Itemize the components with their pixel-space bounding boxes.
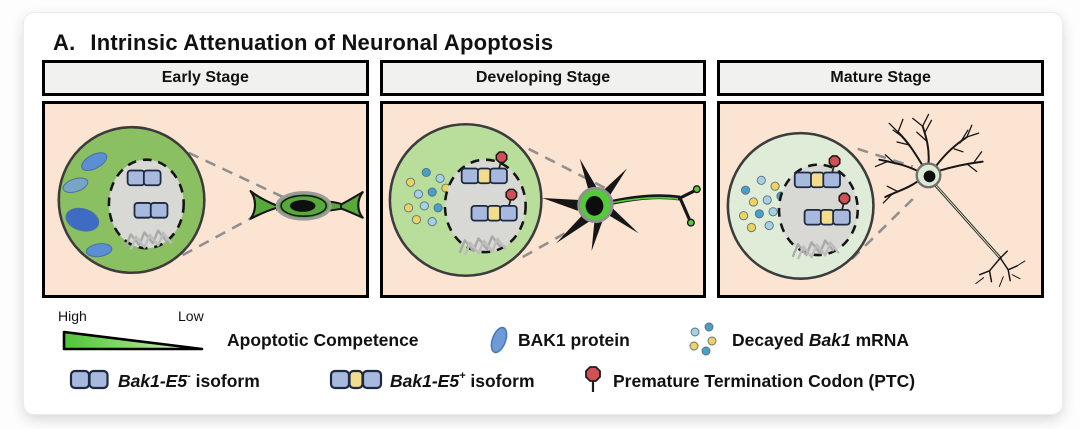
stage-header-developing: Developing Stage: [379, 60, 707, 96]
panel-developing-stage: [379, 101, 707, 298]
bak1-protein-blobs: [62, 152, 113, 258]
decayed-mrna-icon: [689, 322, 717, 356]
figure-title: A. Intrinsic Attenuation of Neuronal Apo…: [53, 30, 553, 56]
ptc-icon: [585, 366, 601, 392]
developing-stage-illustration: [388, 122, 701, 278]
dna-squiggle: [791, 239, 841, 260]
bak1-protein-label: BAK1 protein: [518, 330, 630, 350]
column-developing-stage: Developing Stage: [379, 60, 707, 298]
isoform-minus-sign: -: [187, 370, 191, 383]
isoform-plus-gene: Bak1-E5: [390, 371, 460, 391]
panel-early-stage: [42, 101, 369, 298]
gradient-high-label: High: [58, 308, 87, 324]
stage-header-mature: Mature Stage: [717, 60, 1044, 96]
stage-header-early: Early Stage: [42, 60, 369, 96]
isoform-plus-sign: +: [459, 370, 466, 383]
bak1-e5-plus-isoform: [470, 188, 518, 222]
decayed-mrna-suffix: mRNA: [850, 330, 910, 350]
bak1-protein-icon: [490, 326, 508, 354]
ptc-marker: [495, 151, 508, 169]
decayed-mrna-prefix: Decayed: [732, 330, 809, 350]
bak1-e5-plus-isoform-icon: [329, 369, 383, 390]
ptc-label: Premature Termination Codon (PTC): [613, 371, 916, 391]
bak1-e5-minus-isoform-icon: [69, 369, 109, 390]
mature-stage-illustration: [726, 113, 1026, 288]
mature-neuron: [875, 113, 1026, 288]
figure-title-text: Intrinsic Attenuation of Neuronal Apopto…: [90, 30, 554, 55]
early-stage-illustration: [57, 125, 364, 275]
column-mature-stage: Mature Stage: [717, 60, 1044, 298]
gradient-low-label: Low: [178, 308, 204, 324]
isoform-plus-suffix: isoform: [465, 371, 535, 391]
decayed-mrna-label: Decayed Bak1 mRNA: [732, 330, 909, 351]
nucleus: [443, 151, 527, 256]
decayed-mrna-dots: [403, 167, 451, 227]
decayed-mrna-gene: Bak1: [808, 330, 851, 350]
zoom-dashed-lines: [851, 147, 915, 260]
figure-legend: High Low Apoptotic Competence BAK1 prote…: [42, 305, 1044, 405]
stage-header-developing-label: Developing Stage: [475, 69, 611, 86]
bak1-e5-minus-isoform: [126, 169, 162, 187]
zoom-dashed-lines: [182, 151, 284, 257]
progenitor-cell: [57, 125, 206, 275]
dna-squiggle: [124, 229, 173, 250]
apoptotic-competence-gradient-icon: [62, 330, 204, 351]
isoform-minus-gene: Bak1-E5: [118, 371, 188, 391]
ptc-marker: [828, 155, 841, 173]
nucleus: [107, 158, 185, 250]
bak1-e5-minus-isoform-label: Bak1-E5- isoform: [118, 370, 260, 392]
bak1-e5-plus-isoform: [460, 151, 508, 185]
ptc-marker: [838, 192, 851, 211]
bak1-e5-minus-isoform: [133, 202, 169, 219]
early-neuron: [249, 190, 364, 221]
developing-neuron: [542, 158, 701, 252]
dna-squiggle: [458, 235, 507, 256]
figure-card: A. Intrinsic Attenuation of Neuronal Apo…: [24, 13, 1062, 414]
stage-columns: Early Stage: [42, 60, 1044, 298]
apoptotic-competence-label: Apoptotic Competence: [227, 330, 419, 350]
bak1-e5-plus-isoform: [794, 155, 842, 189]
figure-content: A. Intrinsic Attenuation of Neuronal Apo…: [42, 27, 1044, 407]
bak1-e5-plus-isoform: [804, 192, 852, 226]
bak1-e5-plus-isoform-label: Bak1-E5+ isoform: [390, 370, 535, 392]
mature-cell: [726, 131, 876, 280]
nucleus: [778, 155, 860, 260]
ptc-marker: [505, 188, 518, 207]
panel-mature-stage: [717, 101, 1044, 298]
decayed-mrna-dots: [739, 175, 786, 233]
stage-header-early-label: Early Stage: [161, 69, 249, 86]
figure-panel-label: A.: [53, 30, 76, 55]
stage-header-mature-label: Mature Stage: [830, 69, 931, 86]
isoform-minus-suffix: isoform: [190, 371, 260, 391]
developing-cell: [388, 122, 543, 278]
column-early-stage: Early Stage: [42, 60, 369, 298]
